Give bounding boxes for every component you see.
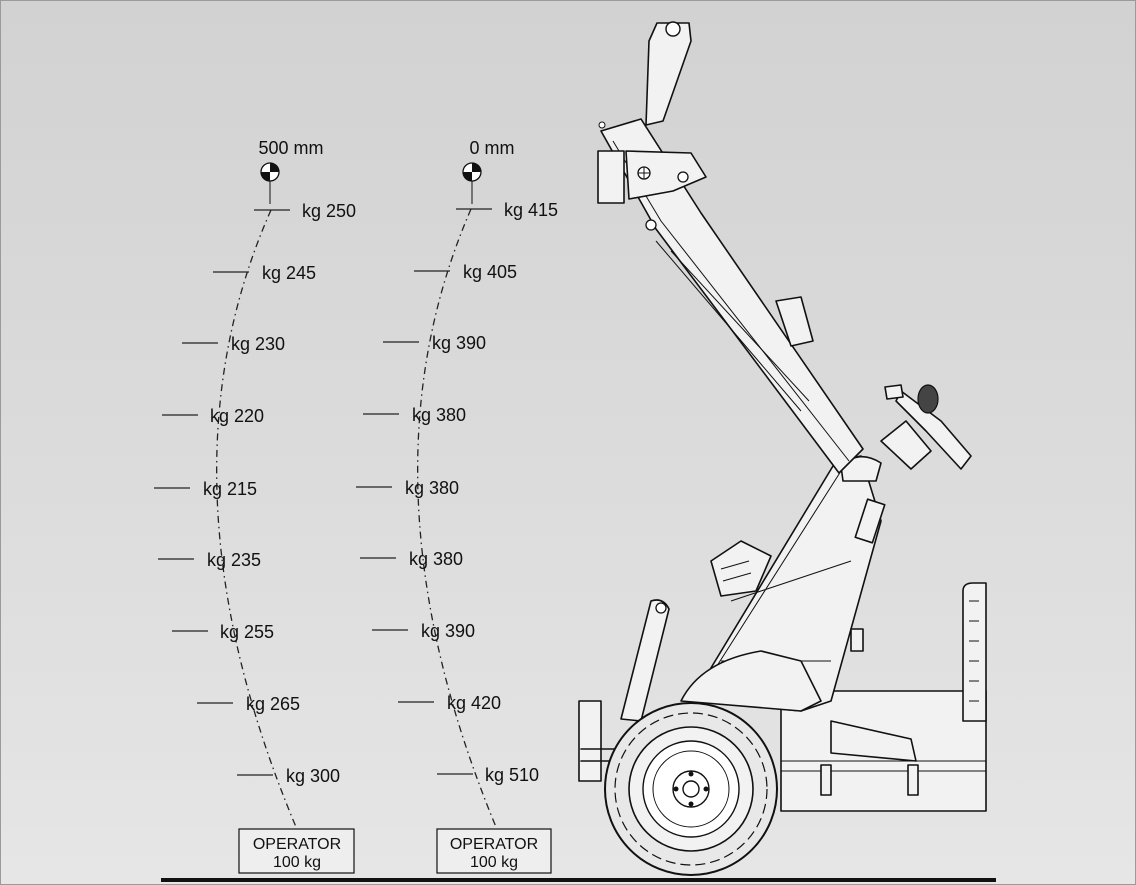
load-value: kg 405 [463, 262, 517, 282]
load-value: kg 215 [203, 479, 257, 499]
tower [680, 455, 886, 712]
load-curve-line [216, 209, 297, 828]
center-of-gravity-icon [462, 162, 482, 204]
operator-label: OPERATOR [253, 836, 341, 853]
load-value: kg 420 [447, 693, 501, 713]
operator-box: OPERATOR 100 kg [436, 828, 552, 874]
load-value: kg 235 [207, 550, 261, 570]
load-value: kg 250 [302, 201, 356, 221]
load-value: kg 300 [286, 766, 340, 786]
load-value: kg 390 [421, 621, 475, 641]
load-value: kg 380 [409, 549, 463, 569]
position-label-0mm: 0 mm [470, 138, 515, 158]
position-label-500mm: 500 mm [258, 138, 323, 158]
load-value: kg 230 [231, 334, 285, 354]
load-value: kg 265 [246, 694, 300, 714]
operator-weight: 100 kg [470, 854, 518, 871]
operator-label: OPERATOR [450, 836, 538, 853]
load-tick-marks [154, 209, 290, 776]
loader-machine-illustration [578, 21, 987, 876]
load-value: kg 390 [432, 333, 486, 353]
load-value: kg 245 [262, 263, 316, 283]
load-curve-line [417, 208, 497, 828]
load-curve-500mm: 500 mm kg 250 kg 245 kg 230 kg 220 kg 21… [154, 138, 356, 874]
load-value: kg 415 [504, 200, 558, 220]
chassis [578, 582, 987, 812]
load-value: kg 510 [485, 765, 539, 785]
load-value: kg 220 [210, 406, 264, 426]
lift-arm [597, 21, 864, 474]
load-value: kg 255 [220, 622, 274, 642]
load-value: kg 380 [405, 478, 459, 498]
center-of-gravity-icon [260, 162, 280, 204]
operator-box: OPERATOR 100 kg [238, 828, 355, 874]
steering-handle [880, 384, 972, 470]
load-curve-0mm: 0 mm kg 415 kg 405 kg 390 kg 380 kg 380 … [356, 138, 558, 874]
load-value: kg 380 [412, 405, 466, 425]
front-link [620, 540, 864, 722]
front-wheel-icon [604, 702, 778, 876]
load-tick-marks [356, 208, 492, 775]
operator-weight: 100 kg [273, 854, 321, 871]
